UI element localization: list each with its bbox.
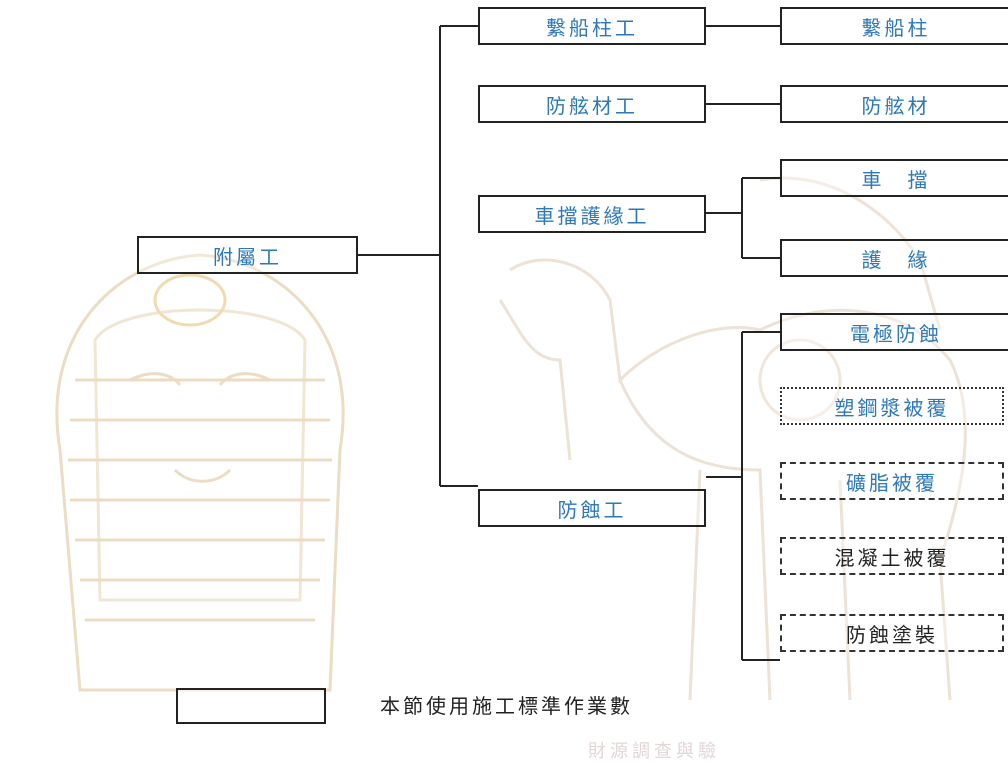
node-mooring-post: 繫船柱 — [780, 7, 1008, 45]
node-electrode-protection: 電極防蝕 — [780, 313, 1008, 351]
node-fender-work: 防舷材工 — [478, 85, 706, 123]
node-anticorrosion-coating: 防蝕塗裝 — [780, 614, 1004, 652]
node-fender-label: 防舷材 — [861, 93, 931, 118]
node-wheel-guard-curb-work-label: 車擋護緣工 — [534, 203, 650, 228]
node-mooring-post-work-label: 繫船柱工 — [546, 15, 638, 40]
node-anticorrosion-work-label: 防蝕工 — [557, 497, 627, 522]
node-wheel-stop: 車 擋 — [780, 159, 1008, 197]
legend-text: 本節使用施工標準作業數 — [380, 694, 633, 718]
node-concrete-coating: 混凝土被覆 — [780, 537, 1004, 575]
root-node-accessory-works: 附屬工 — [137, 236, 358, 274]
camel-drawing — [498, 176, 967, 701]
pharaoh-mask-drawing — [55, 253, 345, 692]
node-plastic-steel-coating-label: 塑鋼漿被覆 — [834, 395, 950, 420]
node-mooring-post-label: 繫船柱 — [861, 15, 931, 40]
node-electrode-protection-label: 電極防蝕 — [850, 321, 942, 346]
node-concrete-coating-label: 混凝土被覆 — [834, 545, 950, 570]
node-mooring-post-work: 繫船柱工 — [478, 7, 706, 45]
legend-swatch — [176, 688, 326, 724]
node-curb: 護 緣 — [780, 239, 1008, 277]
watermark-text: 財源調查與驗 — [588, 741, 720, 762]
node-curb-label: 護 緣 — [861, 247, 931, 272]
root-node-label: 附屬工 — [213, 244, 282, 269]
node-wheel-stop-label: 車 擋 — [861, 167, 931, 192]
node-anticorrosion-work: 防蝕工 — [478, 489, 706, 527]
node-plastic-steel-coating: 塑鋼漿被覆 — [780, 387, 1004, 425]
node-wheel-guard-curb-work: 車擋護緣工 — [478, 195, 706, 233]
node-fender: 防舷材 — [780, 85, 1008, 123]
node-mineral-fat-coating: 礦脂被覆 — [780, 462, 1004, 500]
node-fender-work-label: 防舷材工 — [546, 93, 638, 118]
node-mineral-fat-coating-label: 礦脂被覆 — [846, 470, 938, 495]
node-anticorrosion-coating-label: 防蝕塗裝 — [846, 622, 938, 647]
